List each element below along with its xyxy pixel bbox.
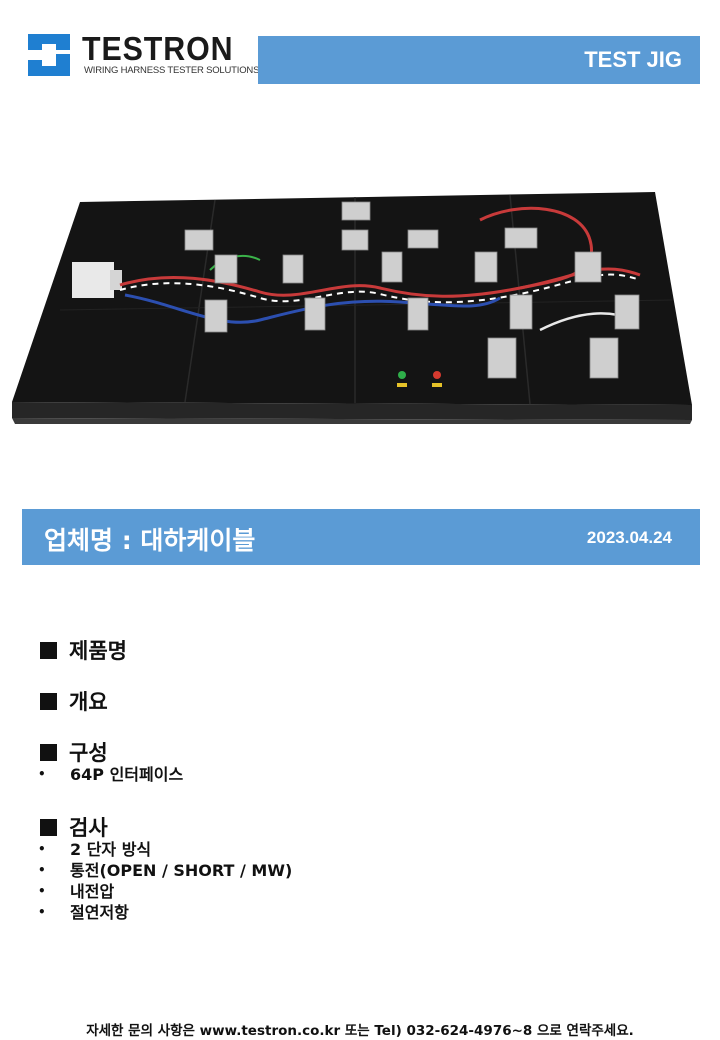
- list-item: •절연저항: [38, 903, 129, 922]
- list-item: •통전(OPEN / SHORT / MW): [38, 861, 293, 880]
- inspection-list: •2 단자 방식 •통전(OPEN / SHORT / MW) •내전압 •절연…: [38, 839, 292, 923]
- section-product: 제품명: [40, 635, 127, 665]
- composition-list: •64P 인터페이스: [38, 764, 183, 785]
- company-banner: 업체명 : 대하케이블 2023.04.24: [22, 509, 700, 565]
- company-logo: TESTRON WIRING HARNESS TESTER SOLUTIONS: [28, 30, 259, 82]
- bullet-icon: •: [38, 842, 46, 856]
- contact-footer: 자세한 문의 사항은 www.testron.co.kr 또는 Tel) 032…: [86, 1023, 634, 1039]
- bullet-icon: •: [38, 863, 46, 877]
- bullet-icon: •: [38, 884, 46, 898]
- bullet-icon: •: [38, 905, 46, 919]
- document-date: 2023.04.24: [586, 528, 672, 547]
- section-composition: 구성: [40, 737, 108, 767]
- square-bullet-icon: [40, 818, 57, 836]
- list-item: •64P 인터페이스: [38, 765, 184, 784]
- testron-logo-icon: [28, 34, 70, 76]
- section-overview: 개요: [40, 686, 108, 716]
- list-item: •내전압: [38, 882, 115, 901]
- logo-tagline: WIRING HARNESS TESTER SOLUTIONS: [84, 65, 260, 76]
- square-bullet-icon: [40, 641, 57, 659]
- section-product-title: 제품명: [69, 639, 127, 663]
- section-overview-title: 개요: [69, 690, 108, 714]
- test-jig-photo: [12, 192, 692, 424]
- doc-type-label: TEST JIG: [584, 47, 682, 72]
- square-bullet-icon: [40, 692, 57, 710]
- square-bullet-icon: [40, 743, 57, 761]
- doc-type-banner: TEST JIG: [258, 36, 700, 84]
- logo-wordmark: TESTRON: [82, 30, 234, 67]
- list-item: •2 단자 방식: [38, 840, 152, 859]
- company-name: 업체명 : 대하케이블: [44, 526, 256, 555]
- section-inspection: 검사: [40, 812, 108, 842]
- section-composition-title: 구성: [69, 741, 108, 765]
- section-inspection-title: 검사: [69, 816, 108, 840]
- bullet-icon: •: [38, 767, 46, 781]
